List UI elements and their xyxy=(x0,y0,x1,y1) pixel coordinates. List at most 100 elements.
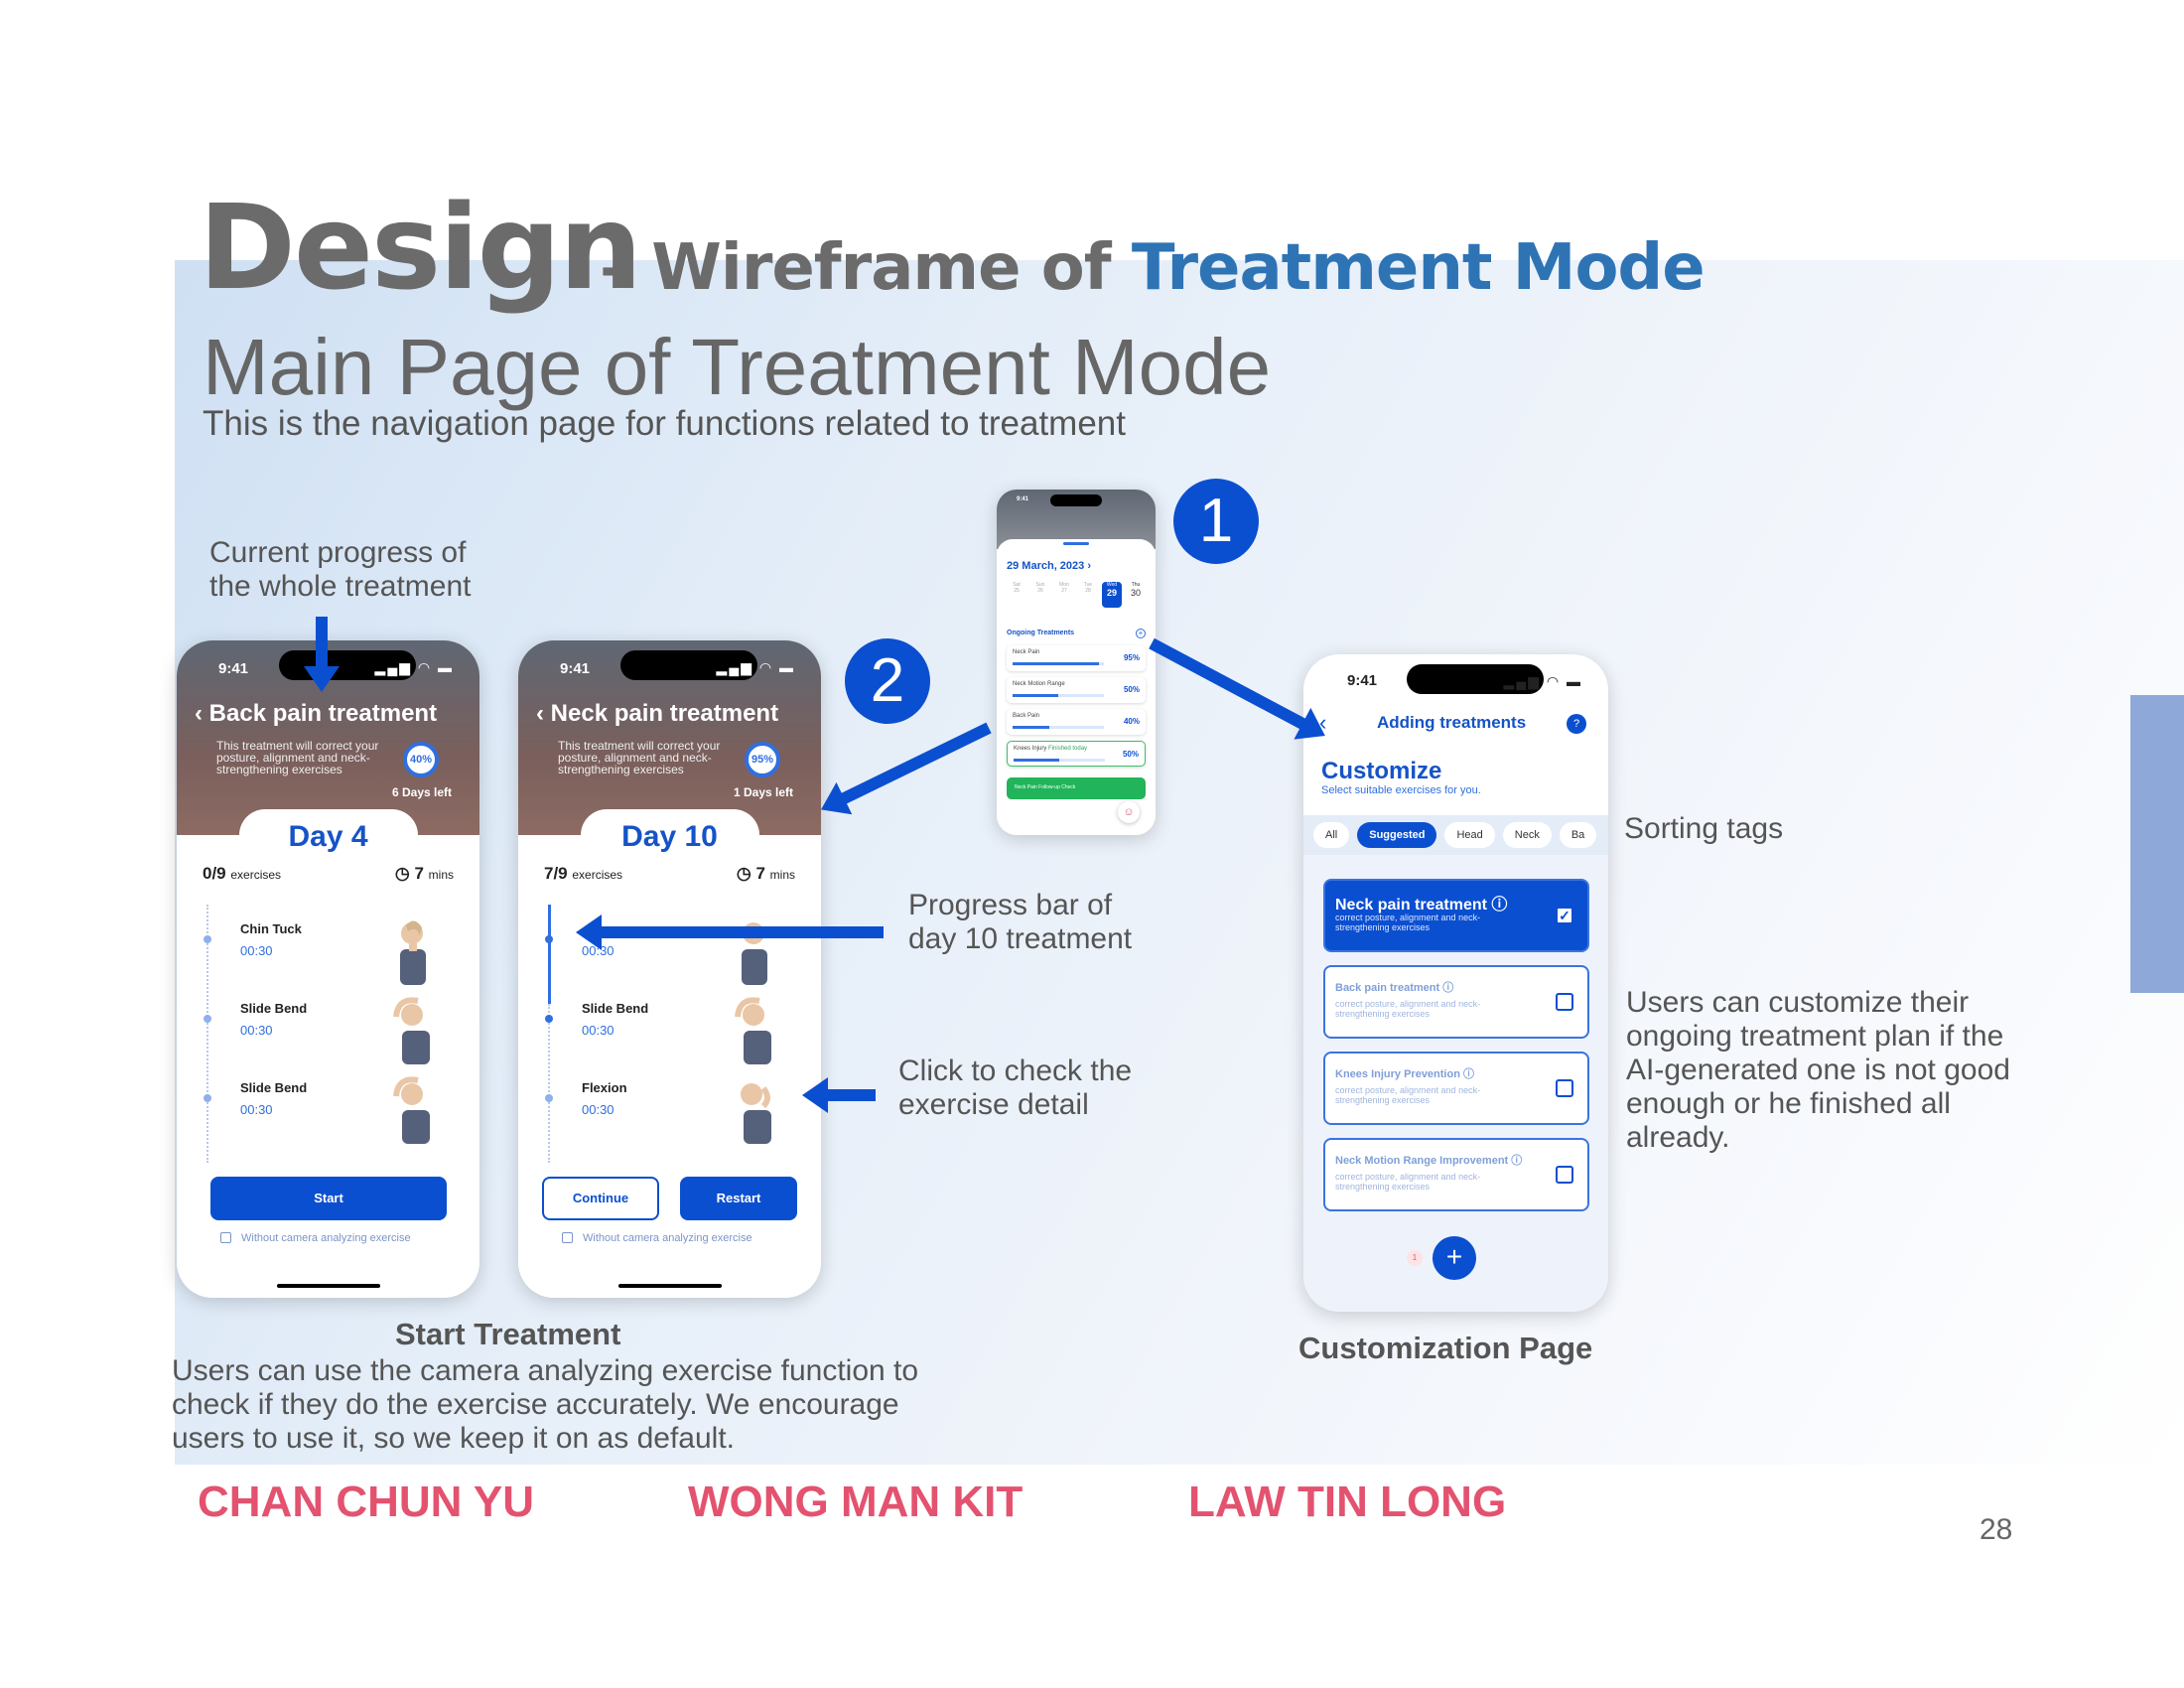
exercise-name: Chin Tuck xyxy=(240,921,302,936)
exercise-figure-icon xyxy=(741,1083,771,1144)
page-title: Customize xyxy=(1321,758,1442,784)
count-badge: 1 xyxy=(1407,1250,1423,1266)
exercise-time: 00:30 xyxy=(240,1102,273,1117)
day-date: 25 xyxy=(1014,588,1020,594)
duration: ◷ 7 mins xyxy=(737,864,795,884)
start-button[interactable]: Start xyxy=(210,1177,447,1220)
exercise-figure-icon xyxy=(400,920,426,985)
arrow-to-exercise xyxy=(822,1089,876,1101)
treatment-title[interactable]: ‹ Back pain treatment xyxy=(195,700,438,727)
checkbox-icon[interactable] xyxy=(1556,1166,1573,1184)
card-desc: correct posture, alignment and neck-stre… xyxy=(1335,913,1481,932)
dynamic-island xyxy=(619,650,757,680)
checkbox-icon[interactable] xyxy=(1556,993,1573,1011)
exercise-item[interactable]: Flexion 00:30 xyxy=(518,1072,821,1152)
progress-line-done xyxy=(548,905,551,1004)
exercise-item[interactable]: Slide Bend 00:30 xyxy=(177,1072,479,1152)
add-icon[interactable]: + xyxy=(1136,629,1146,638)
caption-start-treatment: Start Treatment xyxy=(395,1317,621,1351)
exercise-item[interactable]: Slide Bend 00:30 xyxy=(177,993,479,1072)
treatment-title[interactable]: ‹ Neck pain treatment xyxy=(536,700,779,727)
tag-head[interactable]: Head xyxy=(1444,822,1495,848)
exercise-name: Slide Bend xyxy=(240,1001,308,1016)
camera-option[interactable]: Without camera analyzing exercise xyxy=(562,1232,752,1244)
days-left: 1 Days left xyxy=(733,785,793,799)
treatment-bar xyxy=(1013,662,1104,665)
checkbox-icon[interactable] xyxy=(220,1232,231,1243)
treatment-bar-fill xyxy=(1013,726,1049,729)
mins-unit: mins xyxy=(428,868,454,882)
day-date: 26 xyxy=(1037,588,1043,594)
annotation-check-detail: Click to check the exercise detail xyxy=(898,1055,1133,1121)
exercise-time: 00:30 xyxy=(582,1023,614,1038)
progress-line xyxy=(206,905,208,1163)
status-time: 9:41 xyxy=(218,660,249,677)
treatment-card-selected[interactable]: Neck pain treatment ⓘ correct posture, al… xyxy=(1323,879,1589,952)
days-left: 6 Days left xyxy=(391,785,452,799)
assistant-icon[interactable]: ☺ xyxy=(1118,801,1140,823)
slide-title: Design xyxy=(199,179,642,316)
exercise-item[interactable]: Slide Bend 00:30 xyxy=(518,993,821,1072)
tag-all[interactable]: All xyxy=(1313,822,1350,848)
day-date: 30 xyxy=(1130,588,1141,598)
day-label: Day 10 xyxy=(580,809,759,859)
add-button[interactable]: + xyxy=(1433,1236,1476,1280)
status-time: 9:41 xyxy=(1017,496,1029,502)
treatment-name: Neck Pain xyxy=(1013,649,1040,655)
info-icon: ⓘ xyxy=(1491,897,1508,914)
treatment-bar xyxy=(1013,694,1104,697)
progress-dot xyxy=(545,1015,553,1023)
exercise-item[interactable]: 00:30 xyxy=(518,914,821,993)
followup-button[interactable]: Neck Pain Follow-up Check xyxy=(1007,777,1146,799)
annotation-progress-day: Progress bar of day 10 treatment xyxy=(908,889,1133,955)
title-accent: Treatment Mode xyxy=(1131,231,1706,305)
slide-title-suffix: – Wireframe of Treatment Mode xyxy=(600,236,1706,300)
treatment-percent: 50% xyxy=(1123,685,1140,694)
card-title-text: Neck Motion Range Improvement xyxy=(1335,1155,1509,1167)
status-icons: ▂▄▆ ◠ ▬ xyxy=(1503,673,1582,689)
checkbox-checked-icon[interactable]: ✓ xyxy=(1556,907,1573,924)
count-unit: exercises xyxy=(572,868,623,882)
card-title-text: Neck pain treatment xyxy=(1335,897,1487,914)
exercise-item[interactable]: Chin Tuck 00:30 xyxy=(177,914,479,993)
duration: ◷ 7 mins xyxy=(395,864,454,884)
home-indicator xyxy=(276,1284,380,1288)
camera-option[interactable]: Without camera analyzing exercise xyxy=(220,1232,411,1244)
page-subtitle: Select suitable exercises for you. xyxy=(1321,784,1481,796)
exercise-name: Flexion xyxy=(582,1080,627,1095)
tag-neck[interactable]: Neck xyxy=(1502,822,1552,848)
restart-button[interactable]: Restart xyxy=(680,1177,797,1220)
mins-value: 7 xyxy=(414,864,424,883)
card-desc: correct posture, alignment and neck-stre… xyxy=(1335,1085,1481,1105)
tag-back[interactable]: Ba xyxy=(1559,822,1597,848)
tag-suggested[interactable]: Suggested xyxy=(1357,822,1437,848)
progress-dot xyxy=(545,1094,553,1102)
help-icon[interactable]: ? xyxy=(1567,714,1586,734)
annotation-progress-whole: Current progress of the whole treatment xyxy=(209,536,472,603)
card-title: Back pain treatment ⓘ xyxy=(1335,979,1453,995)
section-heading: Main Page of Treatment Mode xyxy=(203,323,1272,411)
page-number: 28 xyxy=(1979,1513,2013,1546)
progress-dot xyxy=(204,1015,211,1023)
date-label[interactable]: 29 March, 2023 › xyxy=(1007,560,1091,572)
continue-button[interactable]: Continue xyxy=(542,1177,659,1220)
day-name: Thu xyxy=(1131,582,1141,588)
checkbox-icon[interactable] xyxy=(562,1232,573,1243)
exercise-count: 0/9 exercises xyxy=(203,864,281,884)
clock-icon: ◷ xyxy=(736,864,751,883)
checkbox-icon[interactable] xyxy=(1556,1079,1573,1097)
